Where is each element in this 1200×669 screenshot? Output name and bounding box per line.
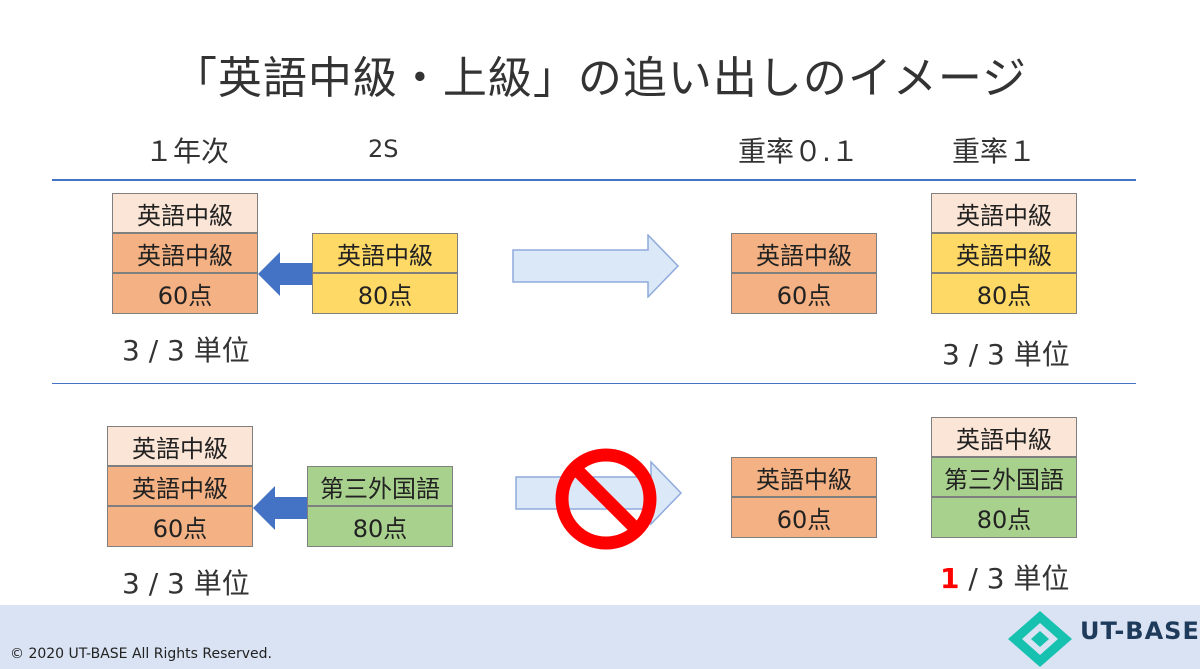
row1-left-existing: 英語中級 [112,193,258,233]
row1-units-left: 3 / 3 単位 [122,334,250,367]
row2-source-course: 第三外国語 [307,466,453,506]
row1-left-course: 英語中級 [112,233,258,273]
row1-weight01-score: 60点 [731,273,877,314]
copyright-text: © 2020 UT-BASE All Rights Reserved. [10,646,272,662]
units-rest: / 3 単位 [959,562,1070,595]
row2-weight01-course: 英語中級 [731,457,877,497]
slide-title: 「英語中級・上級」の追い出しのイメージ [172,53,1028,104]
row2-source-score: 80点 [307,506,453,547]
row1-weight01-course: 英語中級 [731,233,877,273]
right-arrow-icon [512,234,680,298]
header-year1: １年次 [145,135,230,168]
blocked-transfer [515,448,683,550]
prohibited-icon [555,448,657,550]
row2-weight1-course: 第三外国語 [931,457,1077,497]
row1-weight1-course: 英語中級 [931,233,1077,273]
row1-source-course: 英語中級 [312,233,458,273]
row1-units-right: 3 / 3 単位 [942,338,1070,371]
row1-left-score: 60点 [112,273,258,314]
row2-weight01-score: 60点 [731,497,877,538]
ut-base-logo-icon [1008,611,1072,667]
row1-weight1-existing: 英語中級 [931,193,1077,233]
row2-left-score: 60点 [107,506,253,547]
row-divider [52,383,1136,384]
footer-bar [0,605,1200,669]
header-weight-01: 重率０.１ [738,135,859,168]
header-divider [52,179,1136,181]
row2-left-course: 英語中級 [107,466,253,506]
left-arrow-icon [253,486,307,530]
row2-weight1-existing: 英語中級 [931,417,1077,457]
row2-units-left: 3 / 3 単位 [122,567,250,600]
row1-weight1-score: 80点 [931,273,1077,314]
row1-source-score: 80点 [312,273,458,314]
row2-weight1-score: 80点 [931,497,1077,538]
header-weight-1: 重率１ [952,135,1037,168]
brand-name: UT-BASE [1080,617,1200,645]
row2-left-existing: 英語中級 [107,426,253,466]
left-arrow-icon [258,252,312,296]
units-highlight: 1 [940,562,960,595]
header-2s: 2S [368,135,399,163]
row2-units-right: 1 / 3 単位 [940,557,1069,597]
